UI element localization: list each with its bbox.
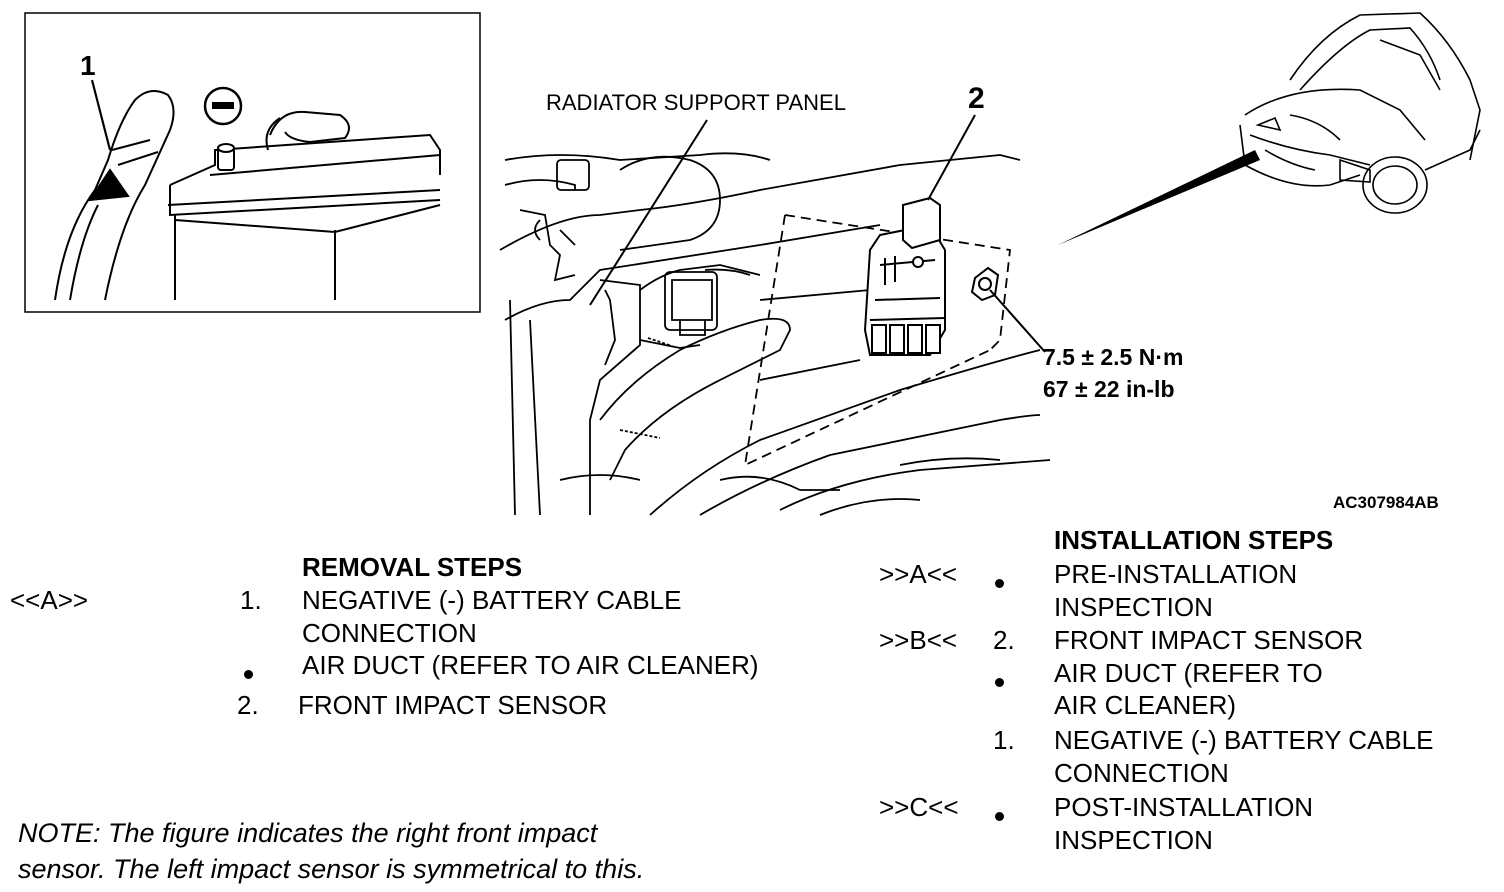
torque-inlb-label: 67 ± 22 in-lb bbox=[1043, 376, 1175, 402]
removal-step-number: 1. bbox=[240, 585, 262, 615]
callout-number-2: 2 bbox=[968, 82, 985, 115]
installation-step-label: PRE-INSTALLATION bbox=[1054, 559, 1298, 589]
installation-bullet bbox=[995, 674, 1004, 692]
installation-ref-b: >>B<< bbox=[879, 625, 958, 655]
radiator-support-panel-label: RADIATOR SUPPORT PANEL bbox=[546, 90, 846, 115]
callout-number-1: 1 bbox=[80, 50, 96, 81]
front-impact-sensor-illustration bbox=[863, 196, 1000, 356]
installation-step-label: POST-INSTALLATION bbox=[1054, 792, 1314, 822]
installation-bullet bbox=[995, 808, 1004, 826]
installation-step-label-cont: INSPECTION bbox=[1054, 825, 1213, 855]
installation-step-label: FRONT IMPACT SENSOR bbox=[1054, 625, 1364, 655]
installation-step-label: NEGATIVE (-) BATTERY CABLE bbox=[1054, 725, 1434, 755]
installation-steps-title: INSTALLATION STEPS bbox=[1054, 525, 1334, 555]
installation-step-number: 2. bbox=[993, 625, 1015, 655]
removal-step-number: 2. bbox=[237, 690, 259, 720]
removal-step-label-cont: CONNECTION bbox=[302, 618, 477, 648]
battery-illustration bbox=[54, 79, 441, 301]
callout-lines bbox=[589, 114, 1046, 353]
minus-icon bbox=[203, 86, 243, 126]
removal-step-label: NEGATIVE (-) BATTERY CABLE bbox=[302, 585, 682, 615]
removal-bullet bbox=[244, 666, 253, 684]
installation-ref-a: >>A<< bbox=[879, 559, 958, 589]
installation-step-number: 1. bbox=[993, 725, 1015, 755]
figure-id: AC307984AB bbox=[1333, 493, 1439, 512]
diagram-illustration bbox=[24, 12, 1481, 516]
note-line-1: NOTE: The figure indicates the right fro… bbox=[18, 818, 598, 848]
installation-step-label-cont: INSPECTION bbox=[1054, 592, 1213, 622]
view-pointer-wedge bbox=[1058, 150, 1260, 245]
removal-step-label: AIR DUCT (REFER TO AIR CLEANER) bbox=[302, 650, 759, 680]
installation-step-label-cont: CONNECTION bbox=[1054, 758, 1229, 788]
car-illustration bbox=[1239, 12, 1481, 214]
installation-step-label: AIR DUCT (REFER TO bbox=[1054, 658, 1323, 688]
battery-inset-frame bbox=[24, 12, 481, 313]
installation-ref-c: >>C<< bbox=[879, 792, 959, 822]
torque-nm-label: 7.5 ± 2.5 N·m bbox=[1043, 344, 1184, 370]
removal-step-label: FRONT IMPACT SENSOR bbox=[298, 690, 608, 720]
engine-bay-illustration bbox=[499, 152, 1051, 516]
installation-bullet bbox=[995, 575, 1004, 593]
note-line-2: sensor. The left impact sensor is symmet… bbox=[18, 854, 645, 884]
installation-step-label-cont: AIR CLEANER) bbox=[1054, 690, 1237, 720]
removal-ref-a: <<A>> bbox=[10, 585, 89, 615]
removal-steps-title: REMOVAL STEPS bbox=[302, 552, 523, 582]
